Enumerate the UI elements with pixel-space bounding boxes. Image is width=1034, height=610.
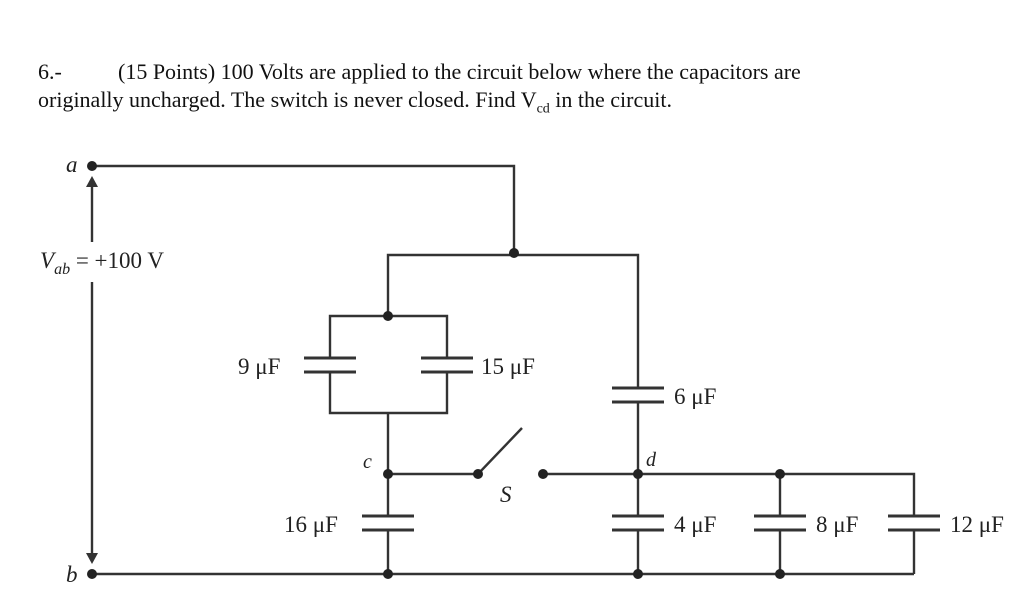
- junction-top-dot: [509, 248, 519, 258]
- vcd-subscript: cd: [536, 101, 550, 117]
- vab-arrowhead-up: [86, 176, 98, 187]
- label-cap-16uf: 16 μF: [284, 512, 338, 537]
- label-node-c: c: [363, 451, 372, 473]
- problem-line-1: 6.- (15 Points) 100 Volts are applied to …: [38, 58, 998, 86]
- label-cap-6uf: 6 μF: [674, 384, 716, 409]
- junction-4uf-bottom-dot: [633, 569, 643, 579]
- label-cap-12uf: 12 μF: [950, 512, 1004, 537]
- wire-top: [92, 164, 516, 253]
- node-c-dot: [383, 469, 393, 479]
- problem-text-2: originally uncharged. The switch is neve…: [38, 87, 537, 112]
- junction-8uf-top-dot: [775, 469, 785, 479]
- label-node-d: d: [646, 449, 657, 471]
- problem-text-1: (15 Points) 100 Volts are applied to the…: [118, 59, 801, 84]
- label-cap-8uf: 8 μF: [816, 512, 858, 537]
- label-node-b: b: [66, 562, 78, 587]
- switch-contact-dot: [538, 469, 548, 479]
- wire-parallel-9-15: [328, 314, 449, 415]
- junction-16uf-bottom-dot: [383, 569, 393, 579]
- label-node-a: a: [66, 152, 78, 177]
- node-d-dot: [633, 469, 643, 479]
- wire-d: [543, 402, 916, 574]
- vab-arrowhead-down: [86, 553, 98, 564]
- node-a-dot: [87, 161, 97, 171]
- label-cap-15uf: 15 μF: [481, 354, 535, 379]
- junction-9-15-top-dot: [383, 311, 393, 321]
- label-cap-4uf: 4 μF: [674, 512, 716, 537]
- problem-statement: 6.- (15 Points) 100 Volts are applied to …: [38, 58, 998, 123]
- node-b-dot: [87, 569, 97, 579]
- switch-pivot-dot: [473, 469, 483, 479]
- label-cap-9uf: 9 μF: [238, 354, 280, 379]
- label-switch: S: [500, 482, 512, 507]
- problem-text-3: in the circuit.: [549, 87, 672, 112]
- label-vab: Vab = +100 V: [40, 248, 164, 278]
- problem-line-2: originally uncharged. The switch is neve…: [38, 86, 998, 123]
- switch-blade[interactable]: [477, 427, 523, 475]
- problem-number: 6.-: [38, 59, 62, 84]
- junction-8uf-bottom-dot: [775, 569, 785, 579]
